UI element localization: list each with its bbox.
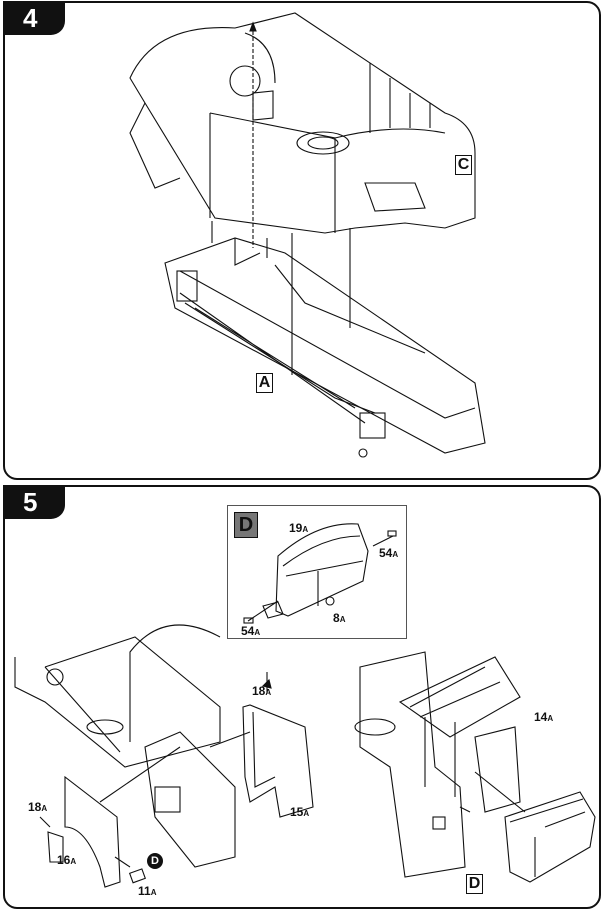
part-a-label: A [256, 373, 273, 393]
part-c-label: C [455, 155, 472, 175]
step-5-panel: 5 D 19A 54A 8A 54A [3, 485, 601, 909]
part-11a-label: 11A [138, 884, 157, 898]
sub-assembly-d-badge: D [234, 512, 258, 538]
step-number-badge: 5 [3, 485, 65, 519]
sub-assembly-d-label: D [466, 874, 483, 894]
part-19a-label: 19A [289, 521, 309, 535]
part-18a-label: 18A [252, 684, 272, 698]
part-18a-label: 18A [28, 800, 48, 814]
sub-assembly-d-inset: D 19A 54A 8A 54A [227, 505, 407, 639]
part-54a-label: 54A [241, 624, 261, 638]
sub-assembly-d-callout: D [147, 853, 163, 869]
step-number-badge: 4 [3, 1, 65, 35]
part-8a-label: 8A [333, 611, 346, 625]
step-4-panel: 4 C A [3, 1, 601, 480]
part-16a-label: 16A [57, 853, 77, 867]
part-54a-label: 54A [379, 546, 399, 560]
grille-drawing [243, 523, 397, 624]
part-15a-label: 15A [290, 805, 310, 819]
cab-chassis-assembly-drawing [129, 12, 486, 458]
fender-hood-assembly-drawing [14, 624, 596, 888]
part-14a-label: 14A [534, 710, 554, 724]
